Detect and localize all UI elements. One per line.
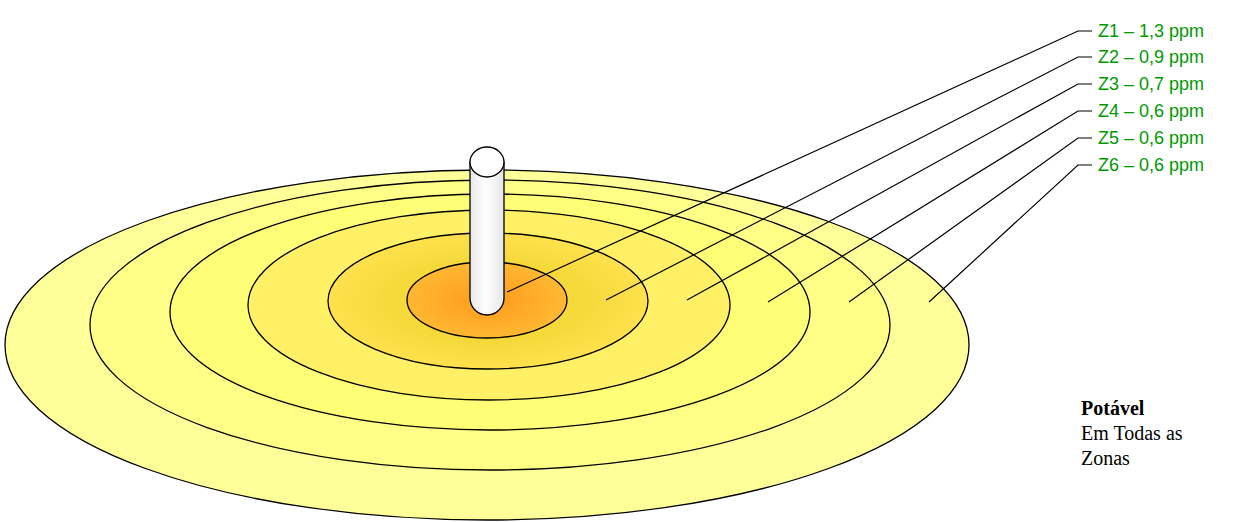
zone-label: Z3 – 0,7 ppm (1098, 73, 1204, 95)
note-text: Em Todas as Zonas (1081, 421, 1201, 471)
zone-label: Z4 – 0,6 ppm (1098, 100, 1204, 122)
note-heading: Potável (1081, 396, 1144, 421)
pole (470, 147, 504, 315)
zone-label: Z5 – 0,6 ppm (1098, 127, 1204, 149)
zone-label: Z6 – 0,6 ppm (1098, 154, 1204, 176)
leader-lines (507, 31, 1092, 302)
zone-label: Z1 – 1,3 ppm (1098, 20, 1204, 42)
zone-label: Z2 – 0,9 ppm (1098, 46, 1204, 68)
